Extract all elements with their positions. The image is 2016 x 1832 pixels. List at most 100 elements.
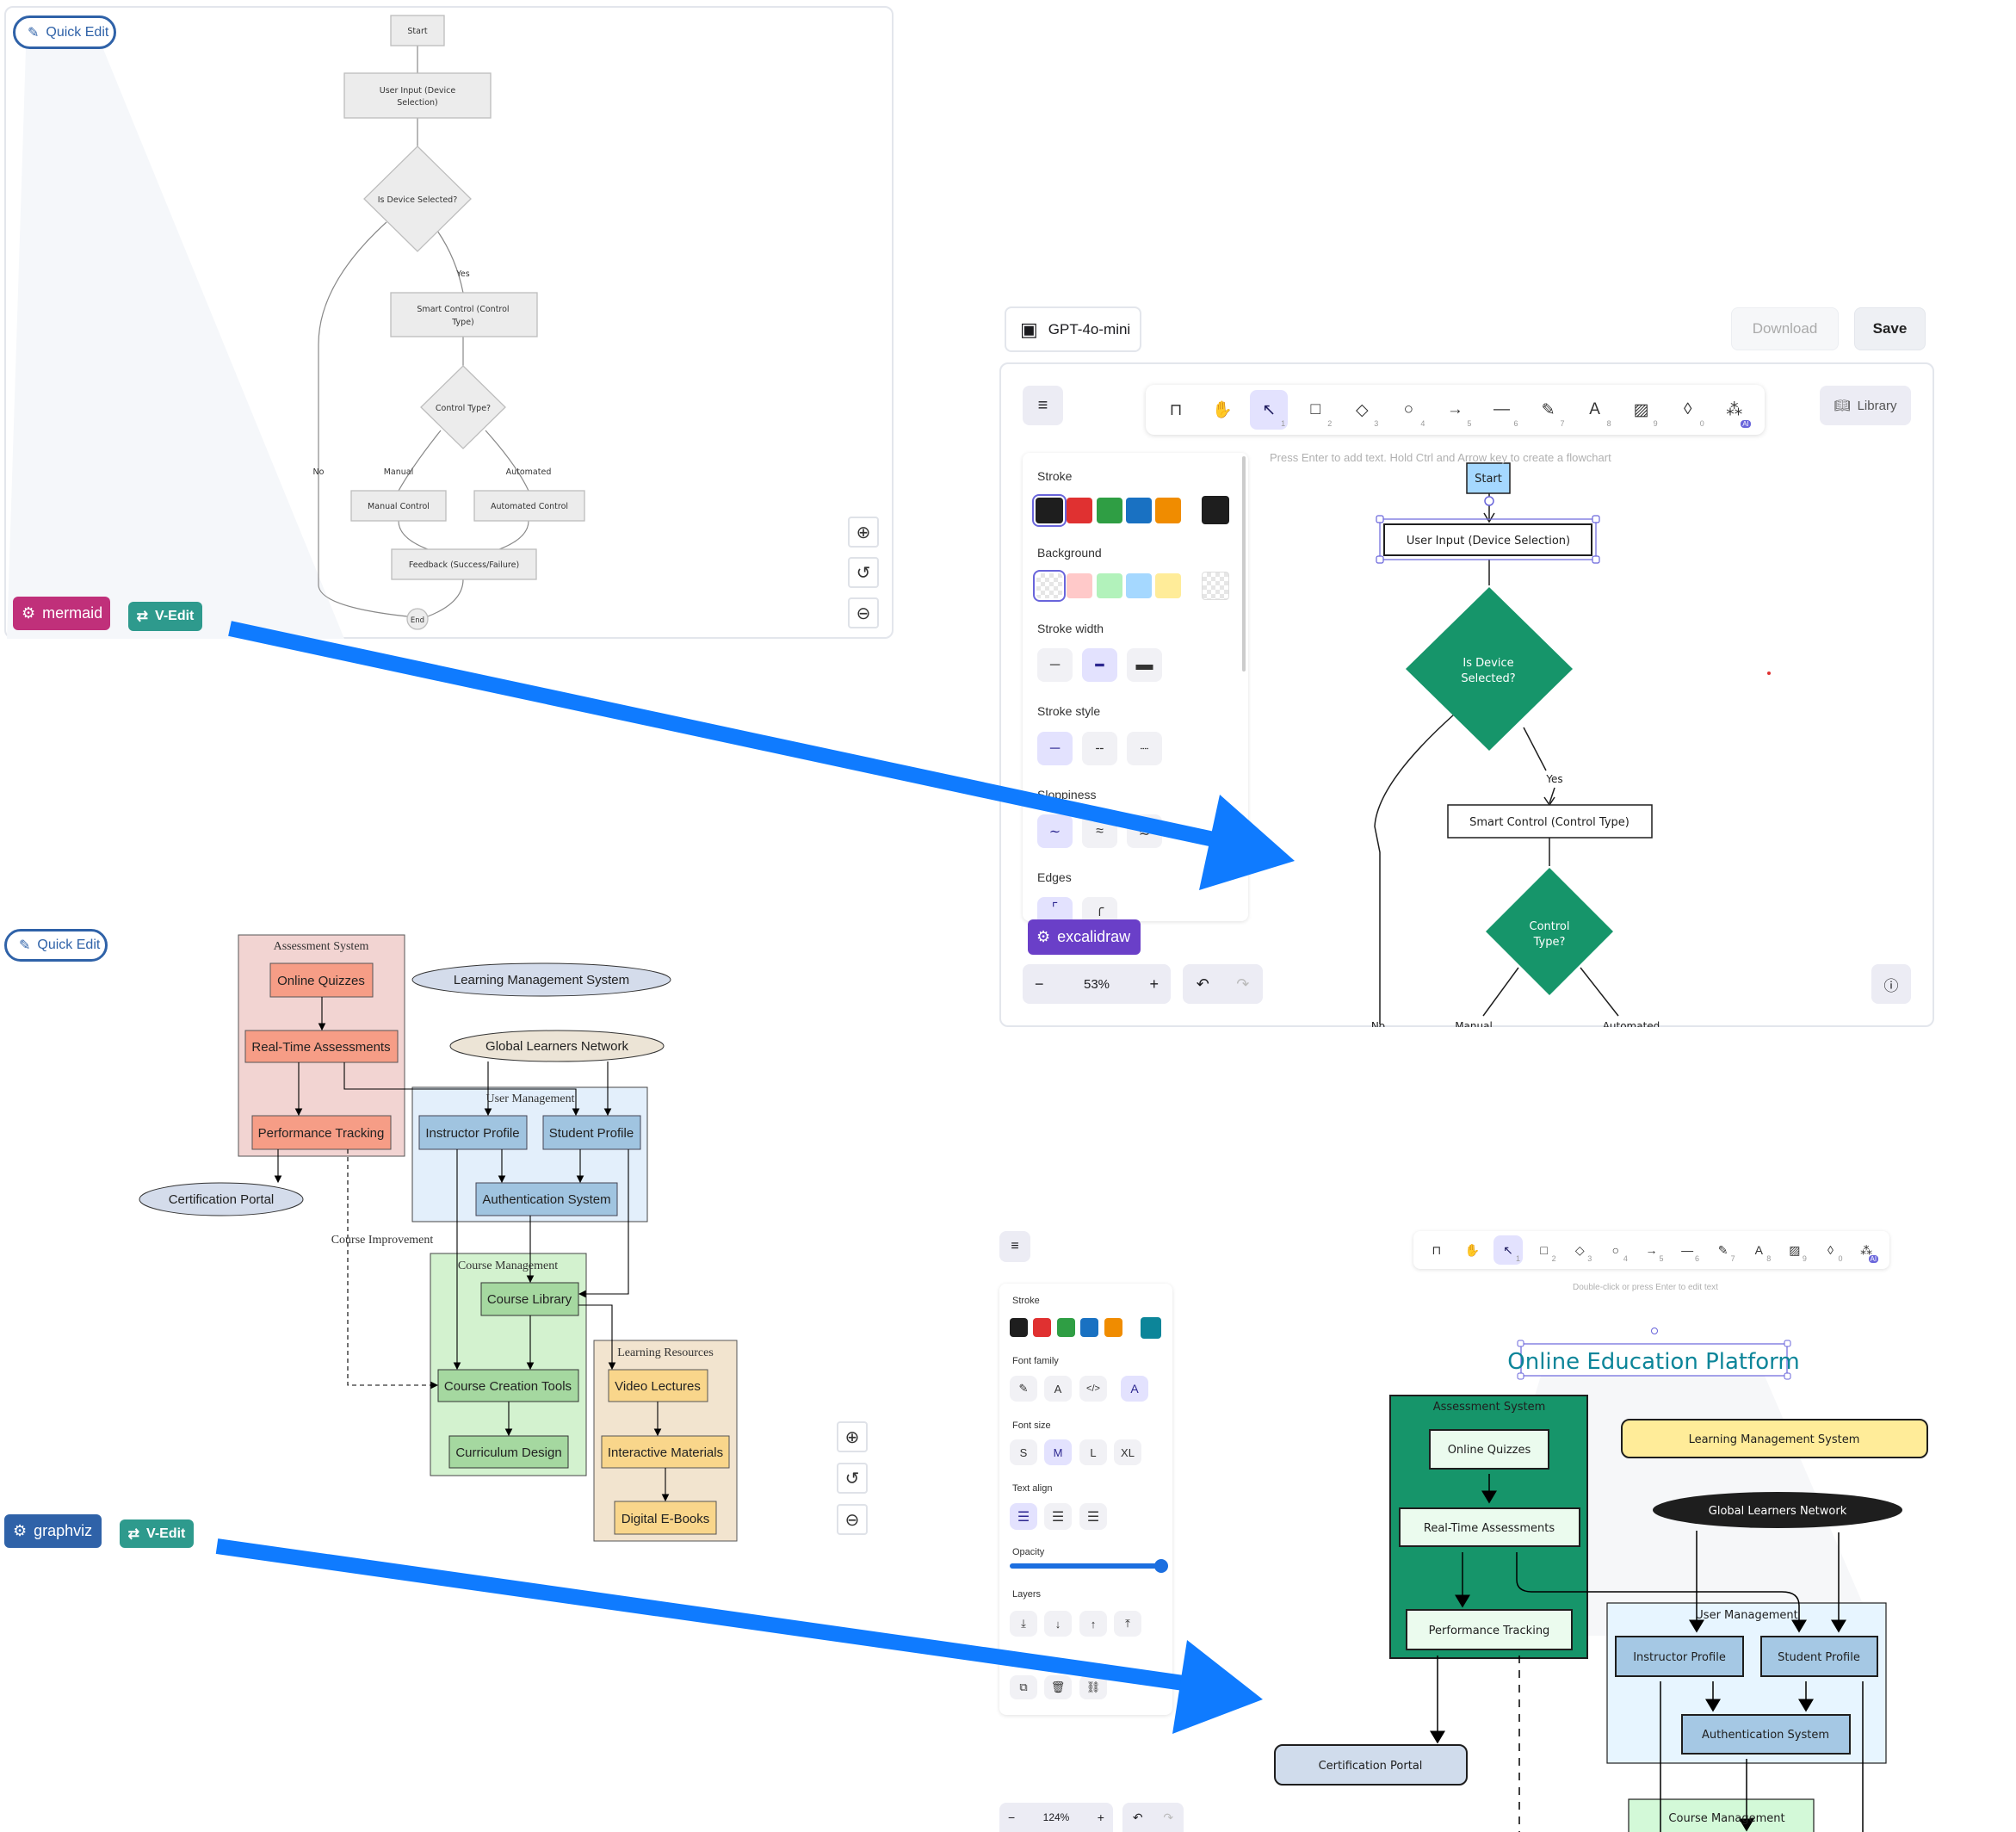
- resize-handle[interactable]: [1592, 555, 1600, 564]
- help-button[interactable]: ⓘ: [1871, 964, 1911, 1004]
- link-button[interactable]: ⛓: [1079, 1675, 1107, 1699]
- tool-diamond[interactable]: ◇3: [1565, 1235, 1594, 1265]
- font-code[interactable]: </>: [1079, 1376, 1107, 1402]
- node-online-quizzes[interactable]: [1429, 1429, 1549, 1470]
- node-digital-ebooks[interactable]: [614, 1501, 717, 1535]
- node-student-profile[interactable]: [1760, 1636, 1878, 1677]
- tool-diamond[interactable]: ◇3: [1343, 390, 1381, 430]
- bring-to-front[interactable]: ⤒: [1114, 1611, 1141, 1637]
- zoom-in-button[interactable]: ⊕: [848, 517, 879, 548]
- tool-line[interactable]: —6: [1482, 390, 1520, 430]
- stroke-swatch-orange[interactable]: [1104, 1318, 1122, 1337]
- node-authentication-system[interactable]: [1681, 1714, 1851, 1755]
- node-start[interactable]: [390, 15, 445, 46]
- node-gln[interactable]: [449, 1030, 665, 1062]
- node-smart-control[interactable]: [1447, 804, 1653, 839]
- node-gln[interactable]: [1653, 1492, 1902, 1528]
- model-tab[interactable]: ▣GPT-4o-mini: [1005, 306, 1141, 352]
- library-button[interactable]: 📖︎Library: [1820, 386, 1911, 425]
- node-manual-control[interactable]: [350, 490, 447, 522]
- zoom-in-button[interactable]: ⊕: [837, 1421, 868, 1452]
- resize-handle[interactable]: [1376, 515, 1384, 523]
- download-button[interactable]: Download: [1731, 307, 1839, 350]
- tool-ai-shapes[interactable]: ⁂AI: [1852, 1235, 1881, 1265]
- node-real-time-assessments[interactable]: [244, 1030, 399, 1063]
- tool-arrow[interactable]: →5: [1436, 390, 1474, 430]
- tool-eraser[interactable]: ◊0: [1816, 1235, 1846, 1265]
- node-video-lectures[interactable]: [608, 1369, 708, 1402]
- stroke-swatch-blue[interactable]: [1126, 498, 1152, 523]
- align-left[interactable]: ☰: [1010, 1503, 1037, 1530]
- tool-pencil[interactable]: ✎7: [1530, 390, 1568, 430]
- node-automated-control[interactable]: [473, 490, 585, 522]
- title-text[interactable]: Online Education Platform: [1507, 1349, 1800, 1375]
- node-user-input[interactable]: [343, 72, 492, 119]
- node-feedback[interactable]: [391, 548, 537, 580]
- resize-handle[interactable]: [1517, 1340, 1524, 1347]
- stroke-swatch-black[interactable]: [1010, 1318, 1028, 1337]
- node-online-quizzes[interactable]: [269, 962, 374, 998]
- zoom-in-button[interactable]: +: [1097, 1810, 1104, 1824]
- node-authentication-system[interactable]: [475, 1182, 618, 1216]
- redo-button[interactable]: ↷: [1236, 975, 1250, 993]
- delete-button[interactable]: 🗑︎: [1044, 1675, 1072, 1699]
- stroke-swatch-orange[interactable]: [1155, 498, 1181, 523]
- properties-scrollbar[interactable]: [1242, 456, 1246, 672]
- undo-button[interactable]: ↶: [1132, 1810, 1143, 1824]
- current-background-color[interactable]: [1202, 572, 1229, 600]
- edges-round[interactable]: ╭: [1082, 897, 1117, 919]
- stroke-swatch-green[interactable]: [1097, 498, 1122, 523]
- stroke-swatch-black[interactable]: [1032, 494, 1067, 527]
- zoom-level[interactable]: 53%: [1083, 976, 1110, 992]
- tool-image[interactable]: ▨9: [1780, 1235, 1809, 1265]
- binding-handle[interactable]: [1484, 496, 1494, 506]
- sloppiness-architect[interactable]: ∼: [1037, 814, 1073, 848]
- opacity-slider-thumb[interactable]: [1154, 1559, 1168, 1573]
- tool-arrow[interactable]: →5: [1636, 1235, 1666, 1265]
- tool-selection[interactable]: ↖1: [1250, 390, 1289, 430]
- align-right[interactable]: ☰: [1079, 1503, 1107, 1530]
- resize-handle[interactable]: [1376, 555, 1384, 564]
- node-instructor-profile[interactable]: [418, 1115, 528, 1150]
- zoom-out-button[interactable]: ⊖: [837, 1504, 868, 1535]
- tool-rectangle[interactable]: □2: [1296, 390, 1334, 430]
- group-course-management[interactable]: [1628, 1798, 1815, 1832]
- bring-forward[interactable]: ↑: [1079, 1611, 1107, 1637]
- current-stroke-color[interactable]: [1141, 1317, 1161, 1339]
- resize-handle[interactable]: [1592, 515, 1600, 523]
- tool-selection[interactable]: ↖1: [1493, 1235, 1524, 1265]
- stroke-swatch-blue[interactable]: [1080, 1318, 1098, 1337]
- resize-handle[interactable]: [1784, 1340, 1791, 1347]
- sloppiness-artist[interactable]: ≈: [1082, 814, 1117, 848]
- tool-pencil[interactable]: ✎7: [1709, 1235, 1738, 1265]
- tool-eraser[interactable]: ◊0: [1669, 390, 1707, 430]
- main-menu-button[interactable]: ≡: [1023, 386, 1063, 425]
- send-to-back[interactable]: ⤓: [1010, 1611, 1037, 1637]
- main-menu-button[interactable]: ≡: [999, 1231, 1030, 1262]
- font-size-s[interactable]: S: [1010, 1439, 1037, 1465]
- node-performance-tracking[interactable]: [251, 1115, 392, 1150]
- font-size-m[interactable]: M: [1044, 1439, 1072, 1465]
- stroke-swatch-red[interactable]: [1067, 498, 1092, 523]
- node-is-device-selected[interactable]: [363, 145, 472, 252]
- opacity-slider[interactable]: [1010, 1563, 1161, 1569]
- node-course-creation-tools[interactable]: [437, 1369, 579, 1402]
- tool-line[interactable]: —6: [1673, 1235, 1702, 1265]
- undo-button[interactable]: ↶: [1196, 975, 1209, 993]
- bg-swatch-transparent[interactable]: [1033, 570, 1066, 602]
- font-hand-drawn[interactable]: ✎: [1010, 1376, 1037, 1402]
- tool-rectangle[interactable]: □2: [1530, 1235, 1559, 1265]
- tool-ellipse[interactable]: ○4: [1601, 1235, 1630, 1265]
- mermaid-badge[interactable]: ⚙mermaid: [13, 597, 110, 630]
- quick-edit-button[interactable]: ✎Quick Edit: [13, 15, 116, 49]
- stroke-swatch-red[interactable]: [1033, 1318, 1051, 1337]
- bg-swatch-yellow[interactable]: [1155, 573, 1181, 598]
- sloppiness-cartoonist[interactable]: ≋: [1127, 814, 1162, 848]
- bg-swatch-green[interactable]: [1097, 573, 1122, 598]
- resize-handle[interactable]: [1784, 1372, 1791, 1380]
- node-certification-portal[interactable]: [139, 1182, 304, 1216]
- stroke-width-extra-bold[interactable]: ▬: [1127, 648, 1162, 682]
- zoom-out-button[interactable]: −: [1035, 975, 1044, 993]
